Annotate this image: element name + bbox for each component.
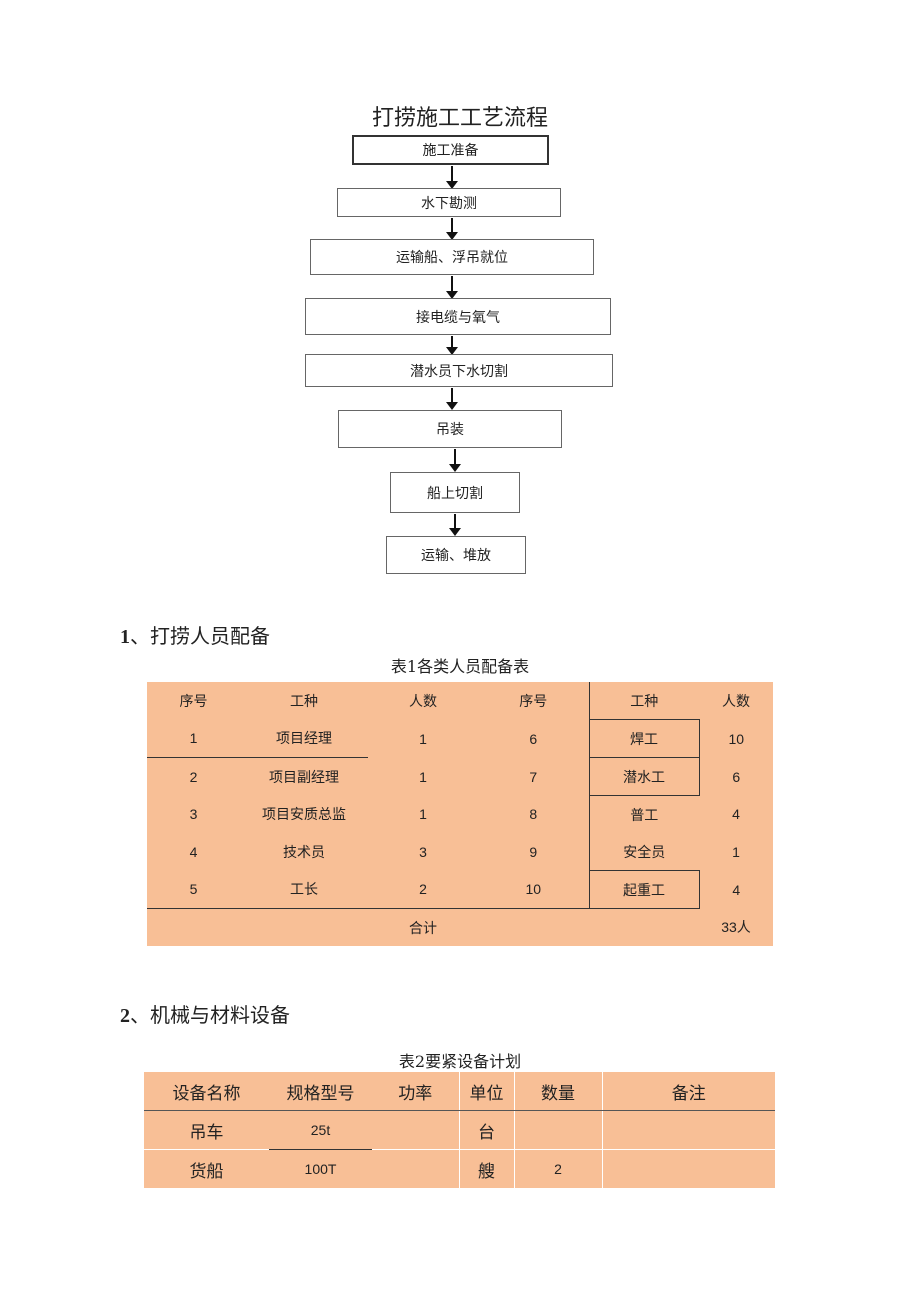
table-cell: 1 xyxy=(419,768,427,785)
section-heading-1: 1、打捞人员配备 xyxy=(120,620,270,649)
column-header: 序号 xyxy=(179,693,208,710)
column-header: 序号 xyxy=(478,682,590,720)
table-row: 货船 100T 艘 2 xyxy=(144,1149,775,1189)
table-cell: 1 xyxy=(732,843,740,860)
flow-arrow xyxy=(449,449,461,472)
table-cell: 10 xyxy=(728,730,745,747)
table-cell: 5 xyxy=(147,870,240,909)
table-cell: 台 xyxy=(459,1110,515,1150)
flowchart-title: 打捞施工工艺流程 xyxy=(371,106,548,131)
table-cell: 项目安质总监 xyxy=(262,807,346,824)
section-separator: 、 xyxy=(130,624,150,648)
flow-step-8: 运输、堆放 xyxy=(386,536,526,574)
flow-step-5: 潜水员下水切割 xyxy=(305,354,613,387)
table-total-row: 合计 33人 xyxy=(147,909,773,947)
flow-arrow xyxy=(446,388,458,410)
table-cell xyxy=(602,1111,775,1150)
table-row: 2 项目副经理 1 7 潜水工 6 xyxy=(147,757,773,796)
table-cell: 7 xyxy=(478,757,590,796)
table-cell: 4 xyxy=(732,806,740,823)
table-cell: 工长 xyxy=(240,870,368,909)
table-cell: 起重工 xyxy=(589,870,700,909)
table-cell: 潜水工 xyxy=(589,757,700,796)
table-cell: 100T xyxy=(304,1161,337,1177)
column-header: 工种 xyxy=(290,693,318,710)
table-cell xyxy=(602,1150,775,1189)
table-row: 吊车 25t 台 xyxy=(144,1110,775,1150)
flow-step-7: 船上切割 xyxy=(390,472,520,513)
column-header: 功率 xyxy=(372,1072,460,1111)
flow-arrow xyxy=(446,336,458,355)
flow-step-1: 施工准备 xyxy=(352,135,549,165)
flow-arrow xyxy=(449,514,461,536)
column-header: 数量 xyxy=(514,1072,603,1111)
table-header-row: 设备名称 规格型号 功率 单位 数量 备注 xyxy=(144,1072,775,1111)
table-cell: 焊工 xyxy=(589,719,700,758)
table-cell: 9 xyxy=(478,833,590,871)
table1-caption: 表1各类人员配备表 xyxy=(390,657,530,676)
table-cell: 项目经理 xyxy=(240,719,368,758)
flow-arrow xyxy=(446,166,458,189)
column-header: 人数 xyxy=(409,693,437,710)
table-cell xyxy=(372,1110,460,1150)
flow-arrow xyxy=(446,218,458,240)
table-cell: 2 xyxy=(189,768,198,785)
column-header: 备注 xyxy=(602,1072,775,1111)
table-cell: 8 xyxy=(478,795,590,833)
table-row: 5 工长 2 10 起重工 4 xyxy=(147,870,773,909)
column-header: 人数 xyxy=(722,693,750,710)
table-cell: 项目副经理 xyxy=(269,769,339,786)
table-cell: 安全员 xyxy=(589,833,699,871)
table-cell xyxy=(514,1110,603,1150)
flow-arrow xyxy=(446,276,458,299)
table-cell: 2 xyxy=(514,1149,603,1188)
table-cell: 2 xyxy=(368,870,478,909)
table-cell: 25t xyxy=(269,1110,372,1150)
total-label: 合计 xyxy=(409,920,437,937)
table-cell: 艘 xyxy=(459,1149,515,1188)
table-cell: 6 xyxy=(732,768,741,785)
column-header: 单位 xyxy=(459,1072,515,1111)
table-row: 3 项目安质总监 1 8 普工 4 xyxy=(147,795,773,833)
table-cell: 10 xyxy=(478,870,590,909)
table-cell: 1 xyxy=(419,730,427,747)
section-number: 1 xyxy=(120,626,130,648)
flow-step-3: 运输船、浮吊就位 xyxy=(310,239,594,275)
column-header: 规格型号 xyxy=(269,1072,372,1111)
table-row: 1 项目经理 1 6 焊工 10 xyxy=(147,719,773,758)
table-cell xyxy=(372,1149,460,1188)
table-cell: 1 xyxy=(147,719,240,758)
personnel-table: 序号 工种 人数 序号 工种 人数 1 项目经理 1 6 焊工 10 2 项目副… xyxy=(147,682,773,946)
total-value: 33人 xyxy=(721,919,751,936)
column-header: 设备名称 xyxy=(144,1072,269,1111)
section-separator: 、 xyxy=(130,1003,150,1027)
section-title: 打捞人员配备 xyxy=(150,624,270,648)
table2-caption: 表2要紧设备计划 xyxy=(398,1052,522,1071)
equipment-table: 设备名称 规格型号 功率 单位 数量 备注 吊车 25t 台 货船 100T 艘… xyxy=(144,1072,775,1188)
section-title: 机械与材料设备 xyxy=(150,1003,290,1027)
table-cell: 货船 xyxy=(189,1161,224,1182)
section-number: 2 xyxy=(120,1005,130,1027)
table-header-row: 序号 工种 人数 序号 工种 人数 xyxy=(147,682,773,720)
table-cell: 4 xyxy=(189,843,198,860)
table-cell: 技术员 xyxy=(283,844,325,861)
table-cell: 3 xyxy=(189,806,198,823)
flow-step-4: 接电缆与氧气 xyxy=(305,298,611,335)
column-header: 工种 xyxy=(589,682,699,720)
flow-step-6: 吊装 xyxy=(338,410,562,448)
table-cell: 3 xyxy=(419,843,427,860)
table-cell: 6 xyxy=(478,719,590,758)
table-cell: 普工 xyxy=(630,807,659,824)
flow-step-2: 水下勘测 xyxy=(337,188,561,217)
section-heading-2: 2、机械与材料设备 xyxy=(120,999,290,1028)
table-cell: 4 xyxy=(732,881,741,898)
table-cell: 1 xyxy=(419,806,427,823)
table-row: 4 技术员 3 9 安全员 1 xyxy=(147,833,773,871)
table-cell: 吊车 xyxy=(189,1122,224,1143)
